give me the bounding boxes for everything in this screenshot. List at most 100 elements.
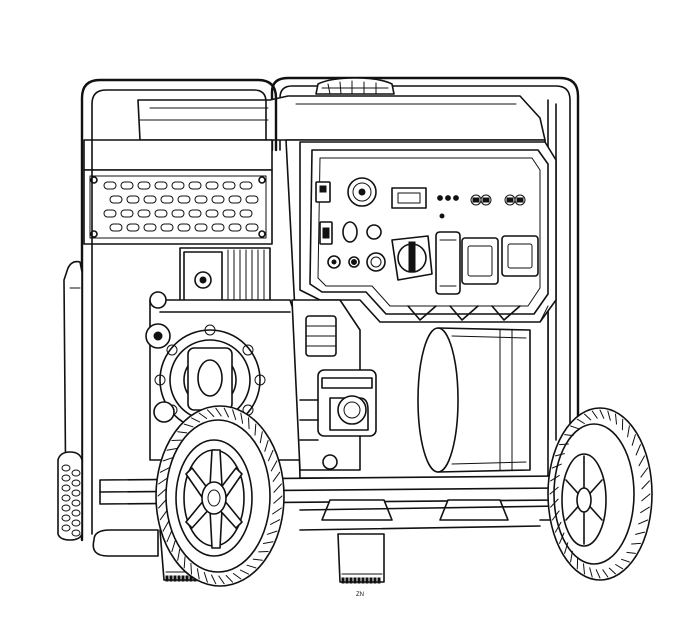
guard-slot	[212, 196, 224, 203]
tread-block	[596, 570, 600, 578]
tread-block	[163, 458, 173, 461]
tread-block	[241, 413, 243, 423]
guard-slot	[161, 224, 173, 231]
guard-slot	[127, 224, 139, 231]
muffler-guard-slots	[104, 182, 258, 231]
tread-block	[571, 426, 579, 429]
guard-slot	[155, 210, 167, 217]
foot-tooth	[358, 578, 360, 583]
tread-block	[233, 574, 240, 579]
outlet-cover-1	[436, 232, 460, 294]
tread-block	[592, 411, 597, 418]
foot-tooth	[366, 578, 368, 583]
tread-block	[550, 487, 558, 494]
tread-block	[191, 563, 192, 574]
tread-block	[224, 408, 228, 417]
tread-block	[204, 573, 207, 583]
guard-slot	[246, 224, 258, 231]
foot-tooth	[178, 576, 180, 581]
tread-block	[571, 551, 573, 562]
drawing-mark: ZN	[356, 592, 364, 598]
guard-slot	[178, 196, 190, 203]
tread-block	[609, 568, 615, 574]
guard-slot	[121, 210, 133, 217]
tread-block	[565, 543, 568, 554]
tread-block	[260, 432, 262, 443]
guard-slot	[144, 224, 156, 231]
grip-rib	[72, 510, 80, 516]
tread-block	[639, 520, 648, 524]
foot-tooth	[362, 578, 364, 583]
tread-block	[240, 570, 248, 574]
tread-block	[616, 414, 617, 424]
guard-slot	[246, 196, 258, 203]
tread-block	[167, 531, 172, 541]
guard-slot	[195, 224, 207, 231]
guard-slot	[240, 210, 252, 217]
guard-slot	[144, 196, 156, 203]
tread-block	[216, 408, 221, 416]
indicator-light-2	[446, 196, 451, 201]
tread-block	[253, 559, 262, 560]
guard-slot	[229, 224, 241, 231]
grip-rib	[72, 490, 80, 496]
foot-tooth	[374, 578, 376, 583]
tread-block	[178, 432, 187, 433]
guard-slot	[223, 182, 235, 189]
tread-block	[274, 484, 282, 492]
guard-slot	[240, 182, 252, 189]
tread-block	[642, 481, 650, 489]
indicator-light-1	[438, 196, 443, 201]
foot-tooth	[346, 578, 348, 583]
engine-block	[146, 248, 300, 460]
tread-block	[199, 413, 206, 418]
guard-slot	[138, 182, 150, 189]
tread-block	[622, 559, 630, 562]
guard-slot	[110, 224, 122, 231]
foot-tooth	[186, 576, 188, 581]
tread-block	[600, 410, 604, 418]
tread-block	[163, 521, 169, 531]
grip-rib	[62, 515, 70, 521]
tread-block	[226, 576, 232, 583]
foot-tooth	[166, 576, 168, 581]
tread-block	[212, 575, 216, 584]
grip-rib	[62, 475, 70, 481]
tread-block	[249, 418, 250, 429]
usb-ports	[471, 195, 525, 205]
tread-block	[219, 576, 224, 584]
foot-tooth	[182, 576, 184, 581]
guard-slot	[206, 182, 218, 189]
guard-slot	[189, 210, 201, 217]
guard-slot	[195, 196, 207, 203]
tread-block	[233, 410, 236, 420]
tread-block	[627, 552, 636, 553]
indicator-light-3	[454, 196, 459, 201]
tread-block	[274, 496, 282, 503]
tread-block	[555, 522, 561, 532]
choke-knob	[343, 222, 357, 242]
guard-slot	[104, 182, 116, 189]
alternator-drum	[418, 328, 458, 472]
guard-slot	[172, 210, 184, 217]
foot-tooth	[170, 576, 172, 581]
grip-rib	[72, 500, 80, 506]
tread-block	[267, 531, 277, 534]
tread-block	[639, 456, 645, 466]
tread-block	[585, 414, 591, 420]
grip-ribs	[62, 465, 80, 536]
tread-block	[273, 508, 282, 514]
guard-slot	[229, 196, 241, 203]
guard-slot	[178, 224, 190, 231]
guard-slot	[127, 196, 139, 203]
tread-block	[551, 475, 560, 481]
grip-rib	[72, 470, 80, 476]
guard-slot	[172, 182, 184, 189]
tread-block	[247, 565, 256, 568]
foot-tooth	[342, 578, 344, 583]
tread-block	[207, 410, 213, 417]
grip-rib	[72, 480, 80, 486]
guard-slot	[212, 224, 224, 231]
